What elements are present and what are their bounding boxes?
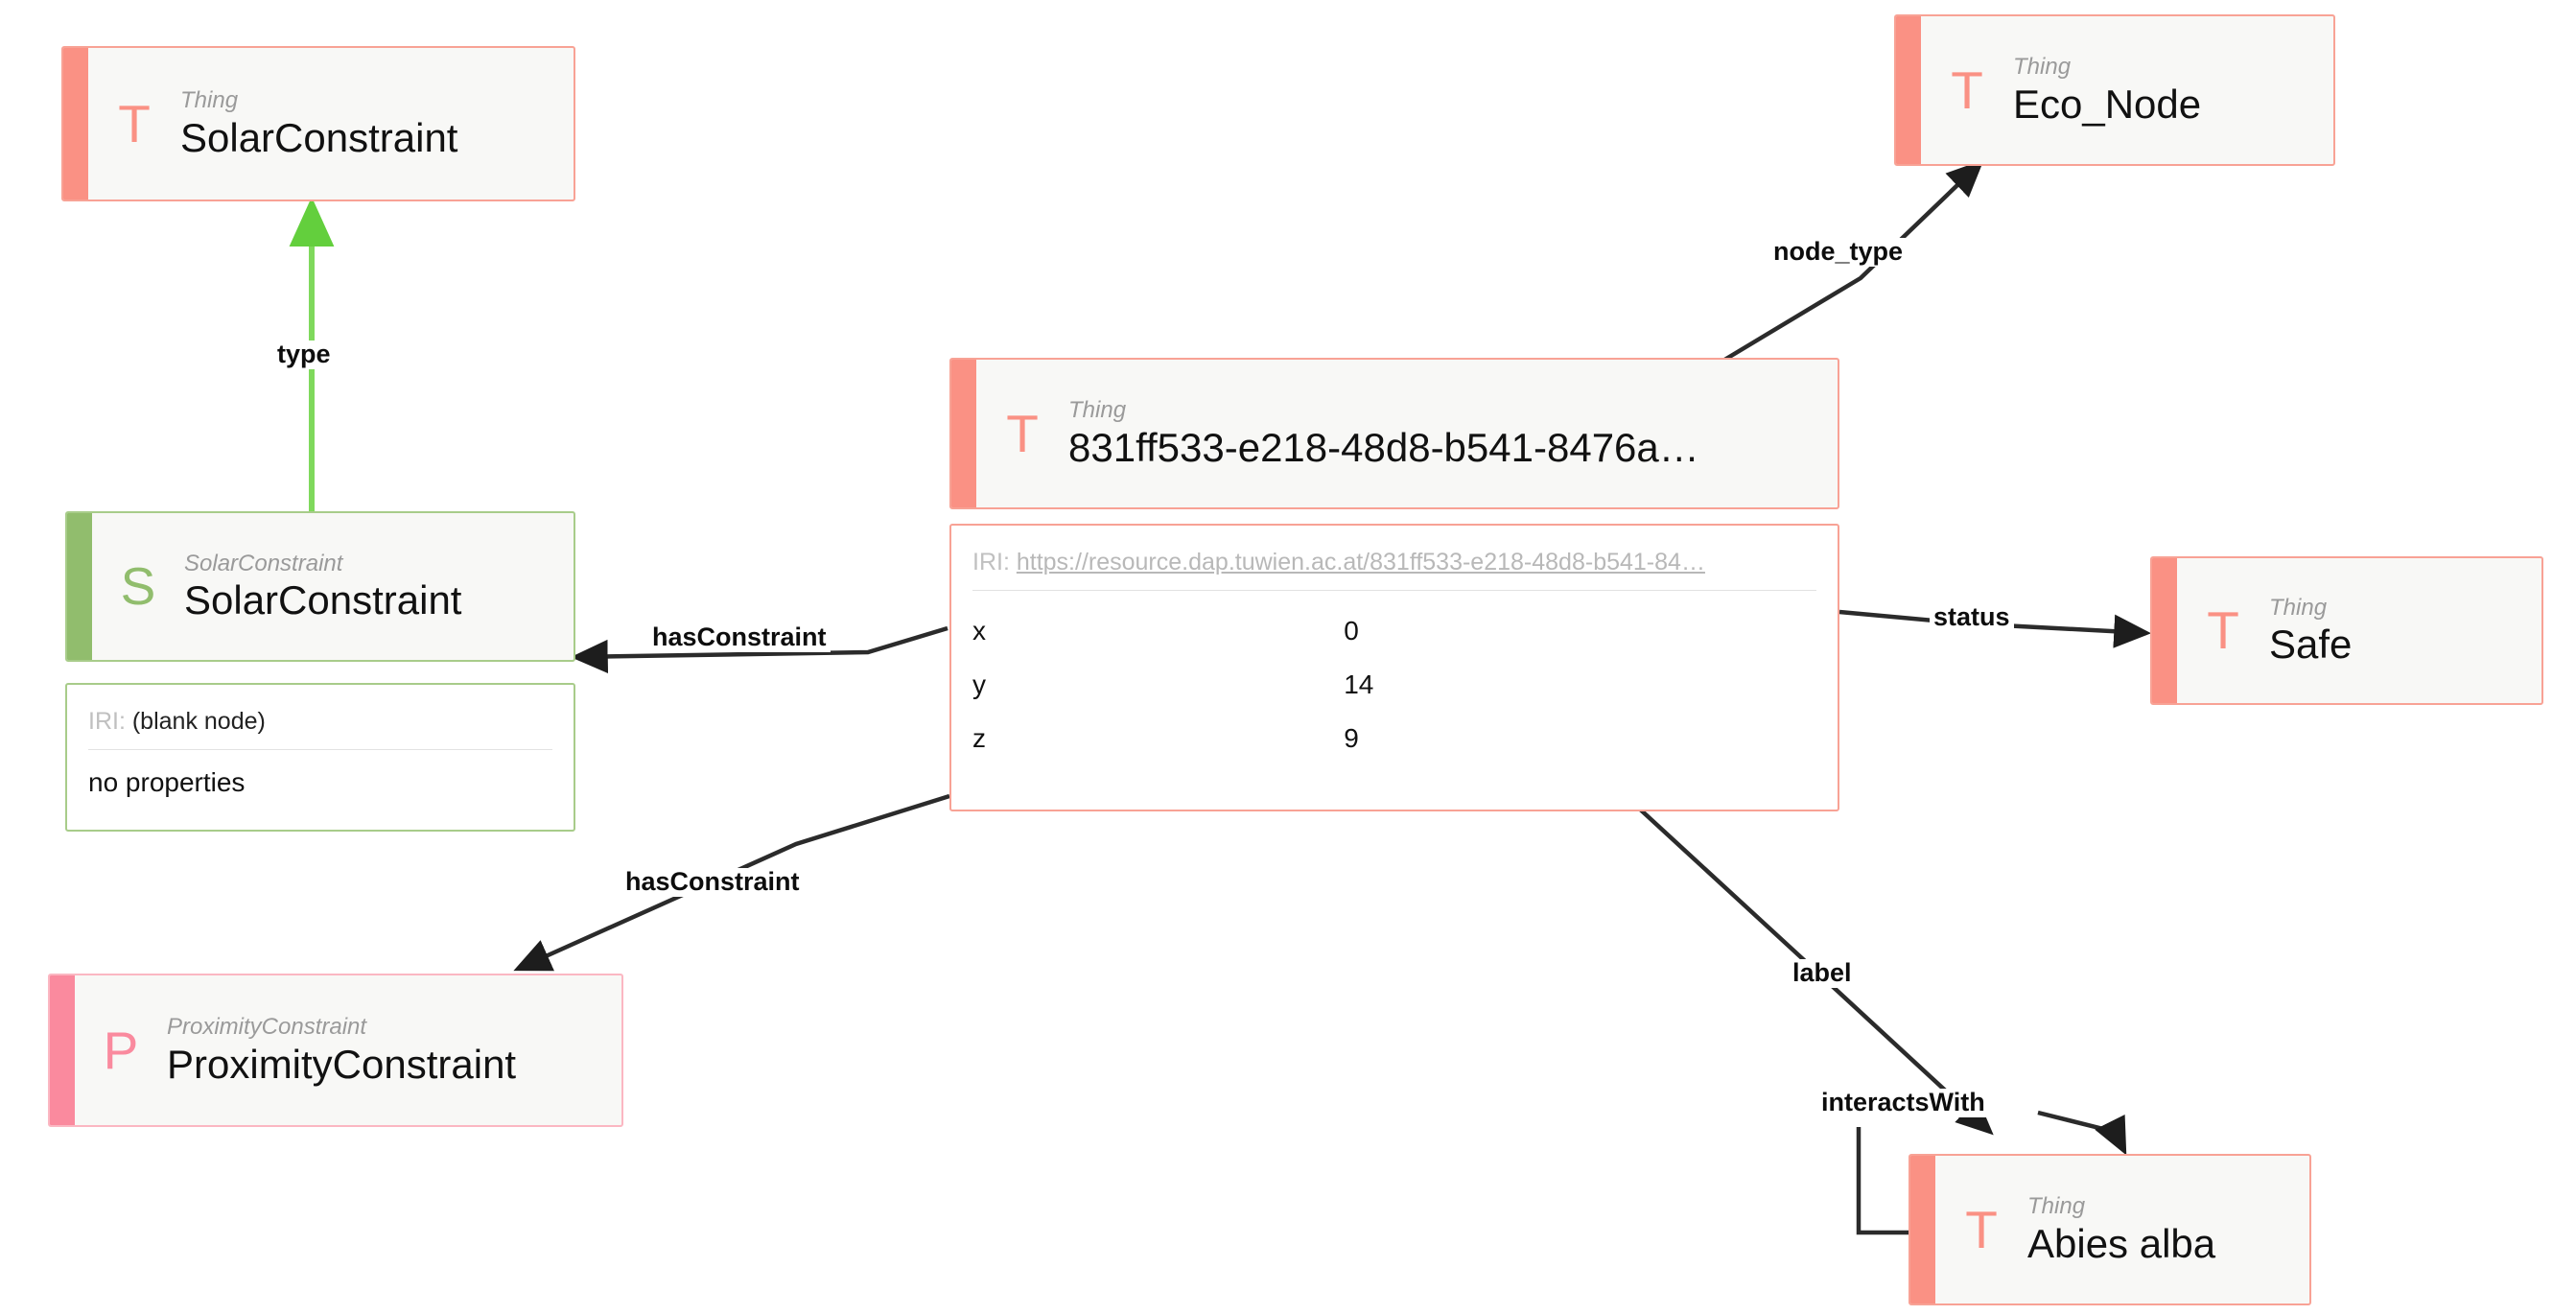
node-proximity-constraint-instance[interactable]: P ProximityConstraint ProximityConstrain…: [48, 974, 623, 1127]
property-value: 14: [1344, 669, 1374, 699]
node-abies-alba[interactable]: T Thing Abies alba: [1909, 1154, 2311, 1305]
node-type-label: Thing: [2013, 54, 2072, 81]
node-type-label: Thing: [1068, 397, 1127, 424]
edge-label-has-constraint-2: hasConstraint: [621, 867, 804, 897]
properties-panel-solar-constraint[interactable]: IRI: (blank node) no properties: [65, 683, 575, 832]
property-key: x: [972, 615, 986, 646]
iri-row[interactable]: IRI: https://resource.dap.tuwien.ac.at/8…: [972, 547, 1816, 590]
iri-link[interactable]: https://resource.dap.tuwien.ac.at/831ff5…: [1016, 549, 1705, 575]
node-center-resource[interactable]: T Thing 831ff533-e218-48d8-b541-8476a…: [949, 358, 1839, 509]
table-row: z 9: [972, 712, 1816, 765]
node-accent-bar: [50, 975, 75, 1125]
table-row: x 0: [972, 604, 1816, 658]
edge-label-node-type: node_type: [1769, 237, 1908, 267]
node-accent-bar: [951, 360, 976, 507]
node-type-label: Thing: [2027, 1193, 2086, 1220]
node-type-label: SolarConstraint: [184, 550, 343, 576]
node-initial-icon: S: [120, 556, 156, 616]
iri-value: (blank node): [131, 708, 266, 735]
node-solar-constraint-instance[interactable]: S SolarConstraint SolarConstraint: [65, 511, 575, 662]
property-key: z: [972, 722, 986, 753]
iri-row[interactable]: IRI: (blank node): [88, 706, 552, 749]
node-initial-icon: T: [118, 93, 151, 153]
node-initial-icon: P: [103, 1020, 139, 1080]
node-eco-node[interactable]: T Thing Eco_Node: [1894, 14, 2335, 166]
node-name-label: ProximityConstraint: [167, 1042, 517, 1087]
node-accent-bar: [1910, 1156, 1935, 1303]
property-value: 0: [1344, 615, 1359, 646]
edge-label-interacts-with: interactsWith: [1817, 1088, 1989, 1117]
node-initial-icon: T: [1951, 59, 1983, 120]
edge-label-type: type: [273, 340, 335, 369]
properties-panel-center-resource[interactable]: IRI: https://resource.dap.tuwien.ac.at/8…: [949, 524, 1839, 811]
node-accent-bar: [63, 48, 88, 200]
divider: [88, 748, 552, 750]
iri-key-label: IRI:: [972, 549, 1010, 575]
node-name-label: Safe: [2269, 622, 2353, 668]
edge-label-status: status: [1930, 602, 2014, 632]
table-row: y 14: [972, 658, 1816, 712]
node-safe[interactable]: T Thing Safe: [2150, 556, 2543, 705]
node-initial-icon: T: [2207, 600, 2239, 660]
node-solar-constraint-class[interactable]: T Thing SolarConstraint: [61, 46, 575, 201]
node-accent-bar: [67, 513, 92, 660]
no-properties-note: no properties: [88, 766, 246, 797]
node-accent-bar: [2152, 558, 2177, 703]
node-type-label: Thing: [180, 87, 239, 114]
edge-label-label: label: [1789, 958, 1856, 988]
properties-table: x 0 y 14 z 9: [972, 604, 1816, 765]
property-value: 9: [1344, 722, 1359, 753]
node-name-label: Abies alba: [2027, 1221, 2216, 1266]
divider: [972, 589, 1816, 591]
node-type-label: Thing: [2269, 594, 2328, 621]
node-name-label: SolarConstraint: [180, 115, 458, 160]
edge-label-has-constraint-1: hasConstraint: [648, 622, 831, 652]
node-accent-bar: [1896, 16, 1921, 164]
node-initial-icon: T: [1006, 403, 1039, 463]
node-name-label: Eco_Node: [2013, 82, 2202, 127]
property-key: y: [972, 669, 986, 699]
node-name-label: 831ff533-e218-48d8-b541-8476a…: [1068, 425, 1699, 470]
node-type-label: ProximityConstraint: [167, 1014, 367, 1041]
node-initial-icon: T: [1965, 1199, 1998, 1259]
iri-key-label: IRI:: [88, 708, 126, 735]
node-name-label: SolarConstraint: [184, 578, 462, 623]
